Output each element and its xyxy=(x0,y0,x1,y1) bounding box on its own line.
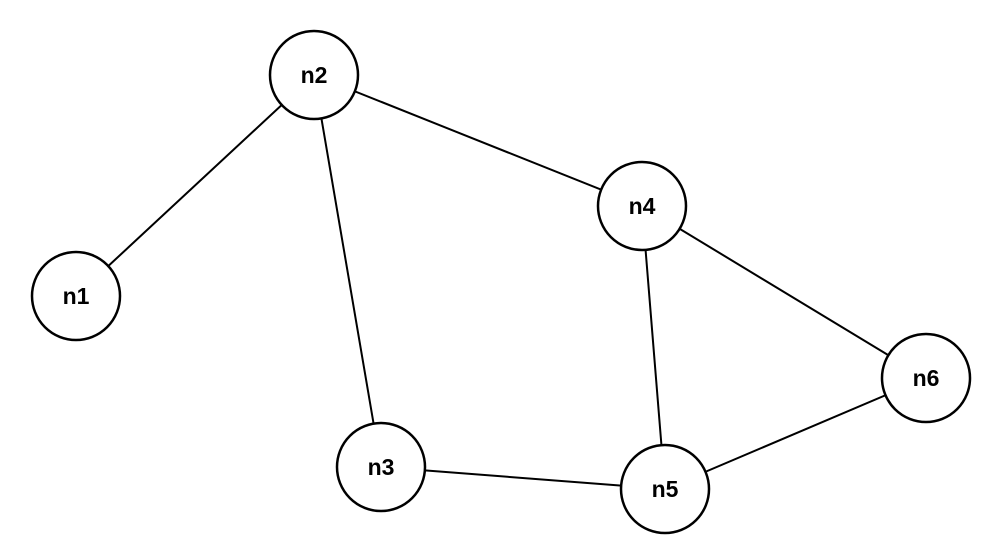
node-circle-n6[interactable] xyxy=(880,332,972,424)
node-label-n3: n3 xyxy=(368,454,395,480)
node-n5[interactable]: n5 xyxy=(619,443,711,535)
edge-n1-n2 xyxy=(75,74,315,297)
edge-n4-n6 xyxy=(641,205,927,379)
node-n6[interactable]: n6 xyxy=(880,332,972,424)
node-label-n1: n1 xyxy=(63,283,90,309)
edge-n2-n3 xyxy=(313,74,382,468)
edge-n4-n5 xyxy=(641,205,666,490)
node-n1[interactable]: n1 xyxy=(30,250,122,342)
edges-layer xyxy=(75,74,927,490)
node-label-n4: n4 xyxy=(629,193,656,219)
node-n2[interactable]: n2 xyxy=(268,29,360,121)
node-circle-n2[interactable] xyxy=(268,29,360,121)
node-label-n6: n6 xyxy=(913,365,940,391)
nodes-layer: n1 n2 n3 n4 n5 n6 xyxy=(30,29,972,535)
edge-n3-n5 xyxy=(380,466,666,490)
node-circle-n3[interactable] xyxy=(335,421,427,513)
node-n3[interactable]: n3 xyxy=(335,421,427,513)
node-n4[interactable]: n4 xyxy=(596,160,688,252)
node-circle-n1[interactable] xyxy=(30,250,122,342)
node-circle-n4[interactable] xyxy=(596,160,688,252)
node-label-n5: n5 xyxy=(652,476,679,502)
edge-n2-n4 xyxy=(313,74,643,207)
node-label-n2: n2 xyxy=(301,62,328,88)
node-circle-n5[interactable] xyxy=(619,443,711,535)
edge-n5-n6 xyxy=(664,377,927,490)
